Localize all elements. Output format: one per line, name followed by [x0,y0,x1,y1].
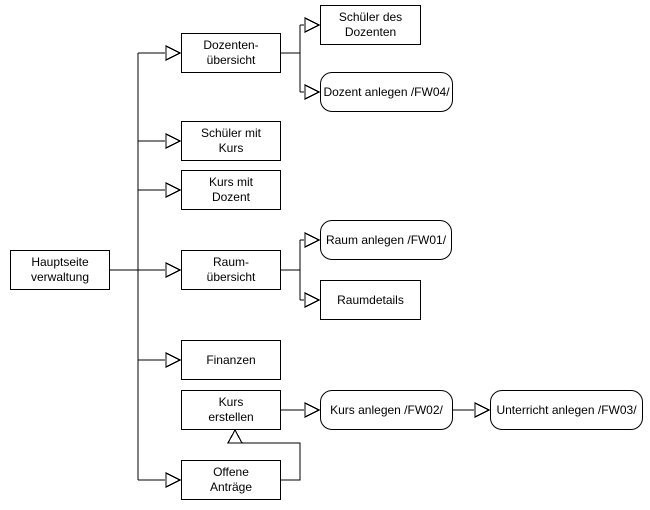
node-offene-antraege[interactable]: Offene Anträge [181,460,281,500]
node-raumdetails[interactable]: Raumdetails [320,280,421,320]
node-kurs-mit-dozent[interactable]: Kurs mit Dozent [181,170,281,210]
node-label: Hauptseite verwaltung [30,255,90,284]
arrowhead-dozent-anlegen [304,84,321,100]
node-label: Raum- übersicht [206,255,256,284]
node-label: Dozent anlegen /FW04/ [323,84,450,99]
arrowhead-kurs-erstellen-up [226,428,244,444]
edge-dozentenuebersicht-split [281,25,301,92]
node-label: Schüler mit Kurs [200,126,262,155]
arrowhead-kurs-anlegen [304,402,321,418]
node-dozent-anlegen[interactable]: Dozent anlegen /FW04/ [320,72,453,112]
arrowhead-offene-antraege [165,472,182,488]
node-hauptseite[interactable]: Hauptseite verwaltung [10,250,110,290]
arrowhead-raumdetails [304,292,321,308]
node-kurs-erstellen[interactable]: Kurs erstellen [181,390,281,430]
arrowhead-schueler-des-dozenten [304,17,321,33]
node-label: Schüler des Dozenten [338,10,403,39]
node-label: Dozenten- übersicht [203,38,259,67]
arrowhead-schueler-mit-kurs [165,133,182,149]
node-label: Raumdetails [337,292,404,307]
node-label: Unterricht anlegen /FW03/ [496,402,637,417]
node-raumuebersicht[interactable]: Raum- übersicht [181,250,281,290]
arrowhead-dozentenuebersicht [165,45,182,61]
node-label: Raum anlegen /FW01/ [325,232,447,247]
node-schueler-des-dozenten[interactable]: Schüler des Dozenten [320,5,421,45]
node-dozentenuebersicht[interactable]: Dozenten- übersicht [181,33,281,73]
node-label: Finanzen [206,352,256,367]
arrowhead-kurs-mit-dozent [165,182,182,198]
node-label: Kurs erstellen [208,395,254,424]
node-label: Kurs anlegen /FW02/ [330,402,443,417]
node-label: Offene Anträge [209,465,253,494]
arrowheads [165,17,491,488]
arrowhead-raumuebersicht [165,262,182,278]
node-schueler-mit-kurs[interactable]: Schüler mit Kurs [181,121,281,161]
node-unterricht-anlegen[interactable]: Unterricht anlegen /FW03/ [490,390,643,430]
node-raum-anlegen[interactable]: Raum anlegen /FW01/ [320,220,452,260]
arrowhead-finanzen [165,352,182,368]
arrowhead-unterricht-anlegen [474,402,491,418]
node-kurs-anlegen[interactable]: Kurs anlegen /FW02/ [320,390,453,430]
node-label: Kurs mit Dozent [208,175,253,204]
edge-raumuebersicht-split [281,240,301,300]
node-finanzen[interactable]: Finanzen [181,340,281,380]
arrowhead-raum-anlegen [304,232,321,248]
